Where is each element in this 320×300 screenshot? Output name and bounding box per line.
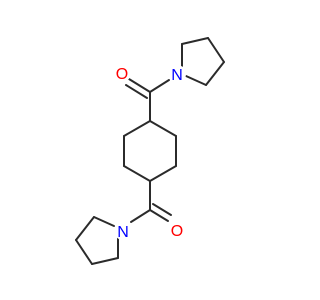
bond-pyrrolidine-top-5: [185, 75, 207, 86]
bond-pyrrolidine-bottom-4: [75, 216, 95, 241]
molecule-diagram: O N O N: [75, 37, 225, 265]
atom-oxygen-bottom: O: [171, 223, 183, 240]
structure-canvas: O N O N: [75, 37, 225, 265]
bond-pyrrolidine-bottom-5: [93, 216, 115, 227]
bond-co-bottom-b: [152, 203, 172, 216]
bond-cyclohexane-4: [123, 165, 151, 182]
atom-bg-nitrogen-bottom: [114, 222, 132, 240]
atom-nitrogen-top: N: [171, 67, 183, 84]
atom-bg-oxygen-top: [113, 64, 131, 82]
bond-cyclohexane-1: [149, 120, 177, 137]
bond-pyrrolidine-bottom-2: [91, 257, 119, 265]
bond-cn-top: [149, 79, 170, 93]
atom-bg-nitrogen-top: [168, 65, 186, 83]
atom-bg-oxygen-bottom: [168, 221, 186, 239]
bond-pyrrolidine-bottom-3: [75, 239, 93, 265]
bond-co-top-a: [128, 78, 151, 93]
bond-pyrrolidine-top-3: [207, 37, 225, 63]
bond-pyrrolidine-top-2: [181, 37, 209, 45]
bond-cyclohexane-6: [123, 120, 151, 137]
bond-cn-bottom: [130, 209, 151, 223]
bond-pyrrolidine-top-4: [205, 61, 225, 86]
bond-cyclohexane-3: [149, 165, 177, 182]
bond-co-top-b: [125, 84, 148, 99]
bond-co-bottom-a: [149, 209, 169, 222]
atom-oxygen-top: O: [116, 66, 128, 83]
atom-nitrogen-bottom: N: [117, 224, 129, 241]
